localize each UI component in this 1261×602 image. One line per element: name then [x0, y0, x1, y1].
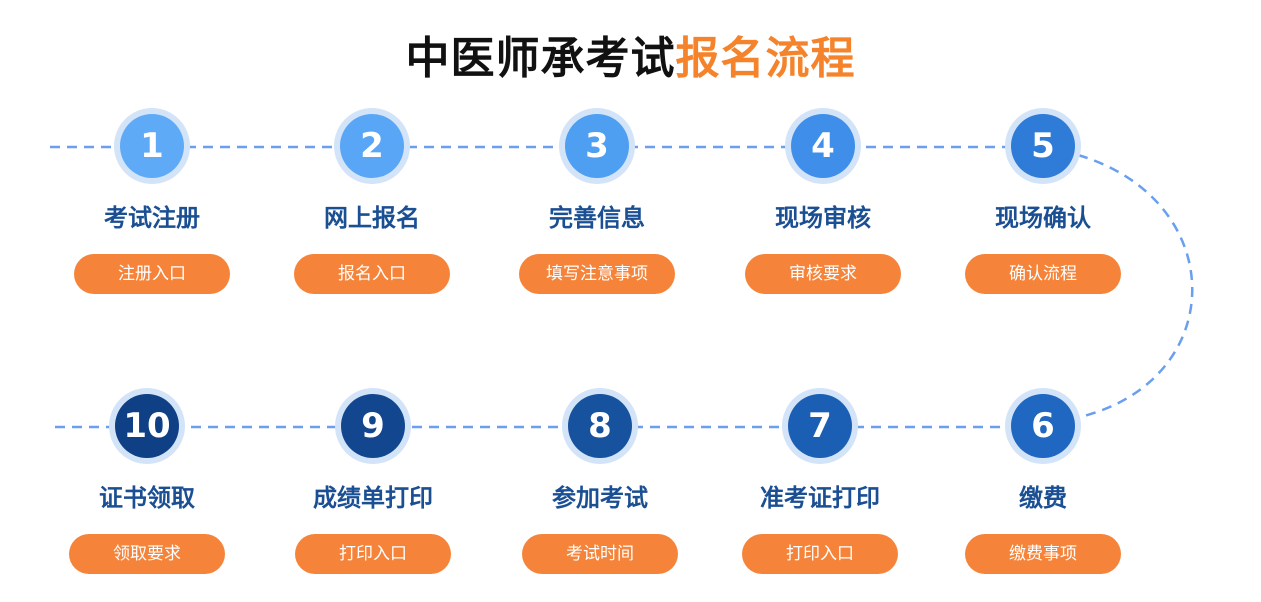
step-number-ring: 2 — [334, 108, 410, 184]
step-number-ring: 6 — [1005, 388, 1081, 464]
step-5: 5 现场确认 确认流程 — [943, 108, 1143, 294]
title-main: 中医师承考试 — [405, 33, 676, 84]
step-action-button[interactable]: 领取要求 — [69, 534, 225, 574]
step-title: 完善信息 — [549, 204, 645, 232]
step-action-button[interactable]: 缴费事项 — [965, 534, 1121, 574]
step-title: 考试注册 — [104, 204, 200, 232]
step-8: 8 参加考试 考试时间 — [500, 388, 700, 574]
step-number-circle: 8 — [568, 394, 632, 458]
step-number-ring: 4 — [785, 108, 861, 184]
step-2: 2 网上报名 报名入口 — [272, 108, 472, 294]
step-9: 9 成绩单打印 打印入口 — [273, 388, 473, 574]
step-title: 缴费 — [1019, 484, 1067, 512]
step-title: 现场确认 — [995, 204, 1091, 232]
step-number-ring: 1 — [114, 108, 190, 184]
page-title: 中医师承考试报名流程 — [0, 22, 1261, 86]
title-highlight: 报名流程 — [675, 33, 856, 84]
step-number-circle: 1 — [120, 114, 184, 178]
step-title: 现场审核 — [775, 204, 871, 232]
step-1: 1 考试注册 注册入口 — [52, 108, 252, 294]
step-number-ring: 9 — [335, 388, 411, 464]
step-number-circle: 10 — [115, 394, 179, 458]
step-number-circle: 6 — [1011, 394, 1075, 458]
step-action-button[interactable]: 填写注意事项 — [519, 254, 675, 294]
step-action-button[interactable]: 打印入口 — [742, 534, 898, 574]
step-4: 4 现场审核 审核要求 — [723, 108, 923, 294]
step-number-circle: 9 — [341, 394, 405, 458]
curve-dashed-line — [1077, 153, 1194, 419]
step-action-button[interactable]: 打印入口 — [295, 534, 451, 574]
step-number-ring: 5 — [1005, 108, 1081, 184]
step-title: 证书领取 — [99, 484, 195, 512]
step-number-circle: 5 — [1011, 114, 1075, 178]
step-number-circle: 2 — [340, 114, 404, 178]
step-number-circle: 3 — [565, 114, 629, 178]
step-10: 10 证书领取 领取要求 — [47, 388, 247, 574]
step-title: 成绩单打印 — [313, 484, 433, 512]
step-3: 3 完善信息 填写注意事项 — [497, 108, 697, 294]
step-action-button[interactable]: 确认流程 — [965, 254, 1121, 294]
step-number-ring: 3 — [559, 108, 635, 184]
step-number-ring: 10 — [109, 388, 185, 464]
step-number-circle: 7 — [788, 394, 852, 458]
step-number-ring: 8 — [562, 388, 638, 464]
step-number-ring: 7 — [782, 388, 858, 464]
step-title: 参加考试 — [552, 484, 648, 512]
step-action-button[interactable]: 报名入口 — [294, 254, 450, 294]
step-title: 网上报名 — [324, 204, 420, 232]
step-6: 6 缴费 缴费事项 — [943, 388, 1143, 574]
step-number-circle: 4 — [791, 114, 855, 178]
step-action-button[interactable]: 审核要求 — [745, 254, 901, 294]
step-title: 准考证打印 — [760, 484, 880, 512]
step-action-button[interactable]: 注册入口 — [74, 254, 230, 294]
step-7: 7 准考证打印 打印入口 — [720, 388, 920, 574]
step-action-button[interactable]: 考试时间 — [522, 534, 678, 574]
